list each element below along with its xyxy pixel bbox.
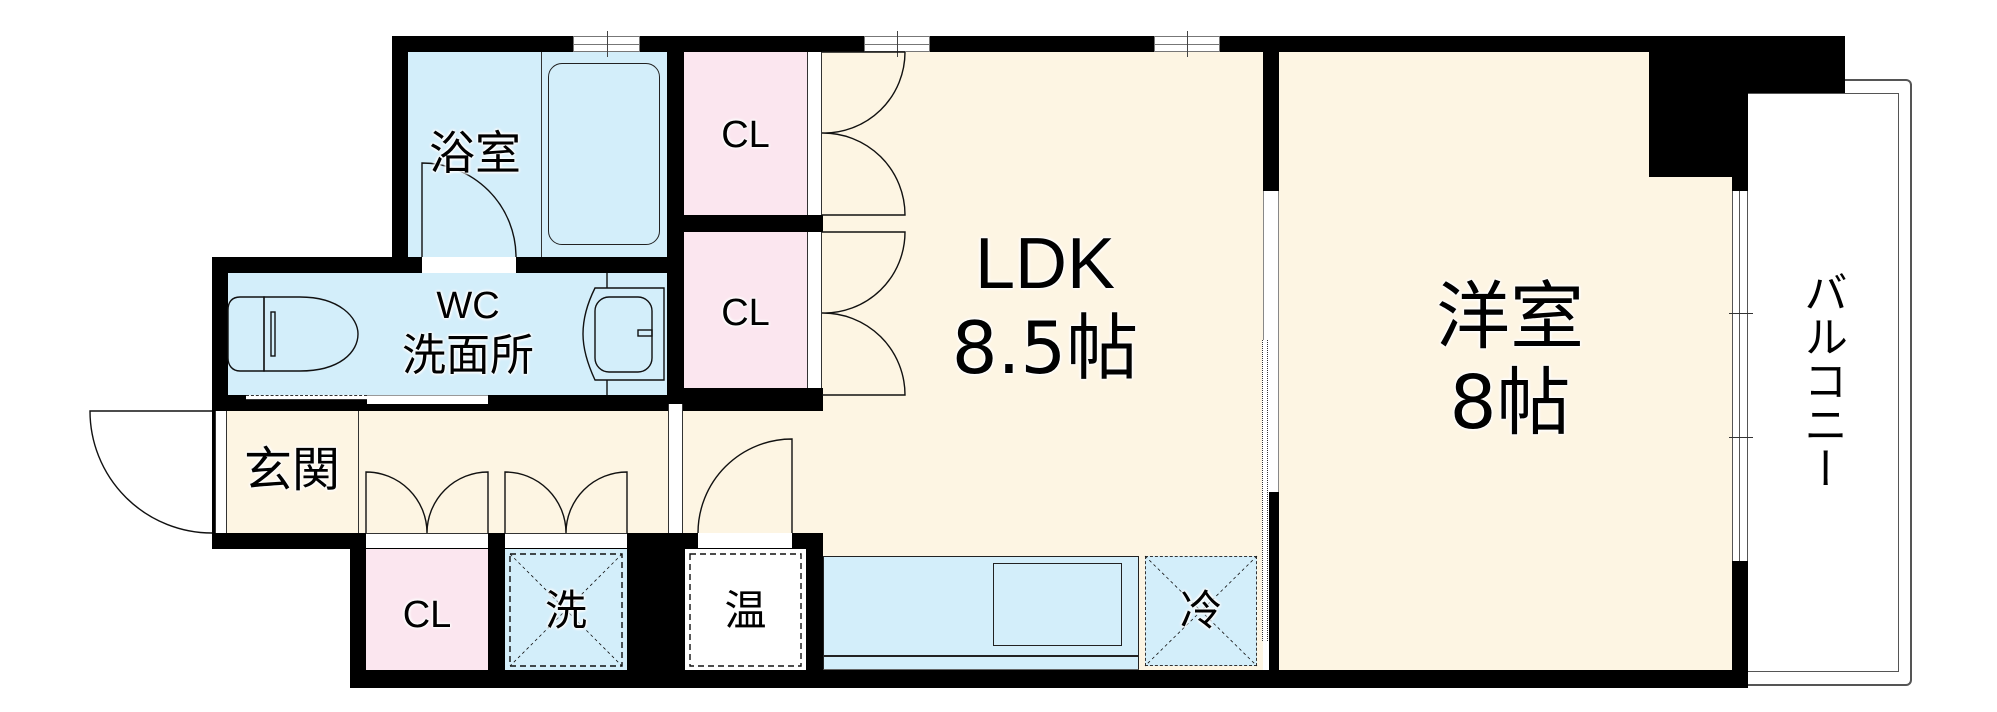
water-heater-floor — [685, 549, 806, 672]
entrance-door-swing — [89, 410, 213, 534]
fridge-label: 冷 — [1179, 586, 1222, 635]
bath-door-opening — [422, 257, 516, 273]
wall-top — [392, 36, 1845, 52]
washer-door-swing — [504, 471, 628, 534]
wall-lower-block — [627, 533, 685, 688]
washbasin — [582, 287, 665, 381]
closet-middle-door-frame — [807, 232, 822, 388]
wall-entrance-bottom — [212, 533, 366, 549]
wall-wc-left — [212, 257, 228, 411]
wall-ldk-western-lower — [1269, 492, 1279, 688]
hall-to-ldk-floor — [683, 404, 823, 533]
toilet-tank — [227, 296, 265, 372]
wall-bath-left — [392, 36, 408, 268]
western-room-size-label: 8帖 — [1449, 360, 1571, 446]
wall-lower-left — [350, 533, 366, 688]
ldk-label: LDK — [974, 224, 1116, 304]
closet-top-floor — [684, 52, 807, 215]
ldk-western-sliding-track — [1262, 340, 1268, 641]
bath-door-swing — [421, 162, 517, 258]
wall-ldk-western-upper — [1263, 36, 1279, 191]
water-heater-box — [689, 553, 802, 667]
closet-top-label: CL — [721, 114, 770, 156]
kitchen-sink — [993, 563, 1122, 646]
kitchen-counter — [823, 556, 1139, 670]
entrance-floor — [227, 411, 358, 533]
closet-top-door-swing — [821, 51, 906, 216]
closet-bottom-door-opening — [366, 533, 488, 548]
water-heater-door-swing — [697, 438, 793, 534]
washbasin-bowl — [594, 296, 653, 373]
washer-door-opening — [505, 533, 627, 548]
closet-middle-floor — [684, 232, 807, 388]
bathroom-divider-line — [541, 52, 542, 257]
bathroom-label: 浴室 — [429, 126, 521, 180]
wall-western-right-upper — [1732, 177, 1748, 191]
hall-door-frame — [668, 404, 683, 533]
closet-bottom-floor — [366, 549, 488, 672]
bathroom-floor — [408, 52, 667, 257]
kitchen-counter-edge-line — [823, 655, 1139, 657]
water-heater-label: 温 — [724, 586, 767, 635]
balcony-label: バルコニー — [1796, 270, 1847, 490]
washbasin-faucet — [637, 329, 653, 337]
closet-top-door-frame — [807, 52, 822, 215]
wc-sliding-door-track — [246, 395, 367, 400]
western-balcony-window — [1729, 191, 1753, 561]
water-heater-door-opening — [698, 533, 792, 548]
wall-closet-divider — [667, 215, 823, 232]
bathtub — [548, 63, 660, 245]
wc-label: WC — [436, 285, 500, 327]
bath-window — [573, 31, 640, 57]
wall-bottom — [350, 670, 1748, 688]
closet-middle-door-swing — [821, 231, 906, 396]
ldk-window-2 — [1154, 31, 1220, 57]
wall-lower-divider-2 — [806, 533, 823, 688]
washroom-label: 洗面所 — [402, 330, 534, 381]
western-room-label: 洋室 — [1436, 274, 1584, 360]
ldk-size-label: 8.5帖 — [951, 306, 1139, 390]
wall-closet-middle-bottom — [684, 388, 823, 404]
wall-western-right-lower — [1732, 561, 1748, 688]
wall-lower-divider-1 — [488, 533, 505, 688]
wall-entrance-left — [212, 395, 215, 549]
entrance-label: 玄関 — [243, 442, 340, 498]
closet-bottom-label: CL — [402, 594, 452, 636]
washer-pan — [509, 553, 623, 667]
hallway-floor — [358, 404, 668, 533]
toilet-seat-hinge — [270, 311, 276, 357]
wc-door-opening — [367, 395, 488, 404]
washer-label: 洗 — [544, 586, 587, 635]
closet-middle-label: CL — [721, 292, 770, 334]
entrance-door-frame — [215, 411, 227, 533]
closet-bottom-door-swing — [365, 471, 489, 534]
wall-pillar — [1649, 52, 1748, 177]
balcony-inner-rail — [1748, 93, 1899, 672]
toilet-bowl — [263, 296, 359, 372]
